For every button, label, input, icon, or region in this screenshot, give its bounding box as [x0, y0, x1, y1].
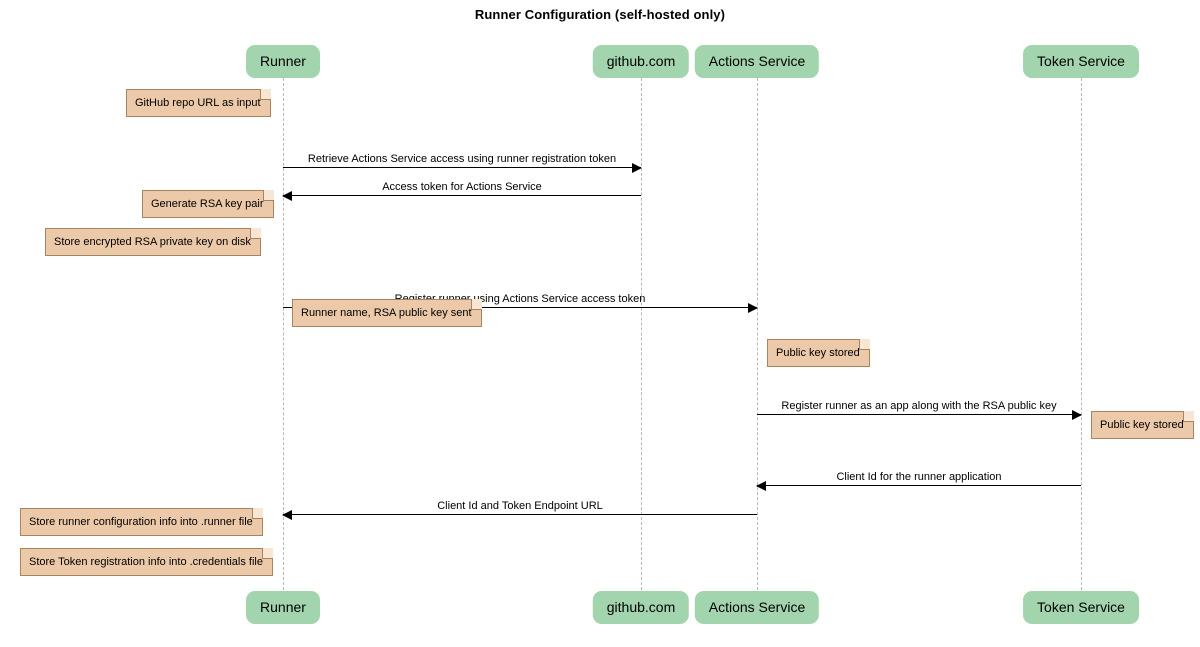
- message-line: [283, 195, 641, 196]
- note-fold-corner-icon: [259, 89, 271, 100]
- participant-runner-top[interactable]: Runner: [246, 45, 320, 78]
- message-label: Retrieve Actions Service access using ru…: [307, 153, 617, 165]
- participant-label: github.com: [606, 599, 676, 615]
- note-public-key-stored-actions: Public key stored: [767, 339, 870, 367]
- note-label: Store encrypted RSA private key on disk: [54, 236, 251, 248]
- arrowhead-icon: [748, 302, 758, 313]
- message-label: Register runner as an app along with the…: [781, 400, 1057, 412]
- note-runner-name-key: Runner name, RSA public key sent: [292, 299, 482, 327]
- note-label: Runner name, RSA public key sent: [301, 307, 472, 319]
- note-fold-corner-icon: [262, 190, 274, 201]
- participant-label: github.com: [606, 53, 676, 69]
- note-label: Generate RSA key pair: [151, 198, 264, 210]
- lifeline-github: [641, 78, 642, 590]
- message-line: [283, 167, 641, 168]
- arrowhead-icon: [282, 509, 292, 520]
- note-store-private-key: Store encrypted RSA private key on disk: [45, 228, 261, 256]
- arrowhead-icon: [282, 190, 292, 201]
- note-fold-corner-icon: [470, 299, 482, 310]
- message-line: [283, 307, 757, 308]
- note-label: Public key stored: [1100, 419, 1184, 431]
- arrowhead-icon: [632, 162, 642, 173]
- participant-label: Runner: [260, 599, 306, 615]
- participant-label: Actions Service: [708, 53, 806, 69]
- message-line: [757, 485, 1081, 486]
- participant-runner-bottom[interactable]: Runner: [246, 591, 320, 624]
- arrowhead-icon: [1072, 409, 1082, 420]
- note-fold-corner-icon: [251, 508, 263, 519]
- message-label: Client Id and Token Endpoint URL: [437, 500, 603, 512]
- message-label: Client Id for the runner application: [836, 471, 1002, 483]
- note-fold-corner-icon: [1182, 411, 1194, 422]
- note-repo-url: GitHub repo URL as input: [126, 89, 271, 117]
- note-store-token-reg: Store Token registration info into .cred…: [20, 548, 273, 576]
- lifeline-actions: [757, 78, 758, 590]
- lifeline-runner: [283, 78, 284, 590]
- participant-github-bottom[interactable]: github.com: [592, 591, 690, 624]
- note-generate-rsa: Generate RSA key pair: [142, 190, 274, 218]
- msg-register-app: Register runner as an app along with the…: [757, 393, 1082, 420]
- message-label: Access token for Actions Service: [382, 181, 542, 193]
- arrowhead-icon: [756, 480, 766, 491]
- msg-retrieve-access: Retrieve Actions Service access using ru…: [283, 146, 642, 173]
- participant-token-bottom[interactable]: Token Service: [1023, 591, 1139, 624]
- participant-token-top[interactable]: Token Service: [1023, 45, 1139, 78]
- note-fold-corner-icon: [261, 548, 273, 559]
- diagram-title: Runner Configuration (self-hosted only): [474, 7, 726, 22]
- message-line: [757, 414, 1081, 415]
- participant-label: Runner: [260, 53, 306, 69]
- note-label: Store runner configuration info into .ru…: [29, 516, 253, 528]
- participant-github-top[interactable]: github.com: [592, 45, 690, 78]
- participant-actions-top[interactable]: Actions Service: [694, 45, 820, 78]
- note-fold-corner-icon: [858, 339, 870, 350]
- participant-label: Token Service: [1037, 599, 1125, 615]
- note-label: GitHub repo URL as input: [135, 97, 261, 109]
- participant-label: Token Service: [1037, 53, 1125, 69]
- participant-label: Actions Service: [708, 599, 806, 615]
- message-line: [283, 514, 757, 515]
- msg-client-id: Client Id for the runner application: [756, 464, 1081, 491]
- note-label: Store Token registration info into .cred…: [29, 556, 263, 568]
- lifeline-token: [1081, 78, 1082, 590]
- msg-client-id-endpoint: Client Id and Token Endpoint URL: [282, 493, 757, 520]
- msg-access-token: Access token for Actions Service: [282, 174, 641, 201]
- note-store-runner-config: Store runner configuration info into .ru…: [20, 508, 263, 536]
- participant-actions-bottom[interactable]: Actions Service: [694, 591, 820, 624]
- note-public-key-stored-token: Public key stored: [1091, 411, 1194, 439]
- note-fold-corner-icon: [249, 228, 261, 239]
- note-label: Public key stored: [776, 347, 860, 359]
